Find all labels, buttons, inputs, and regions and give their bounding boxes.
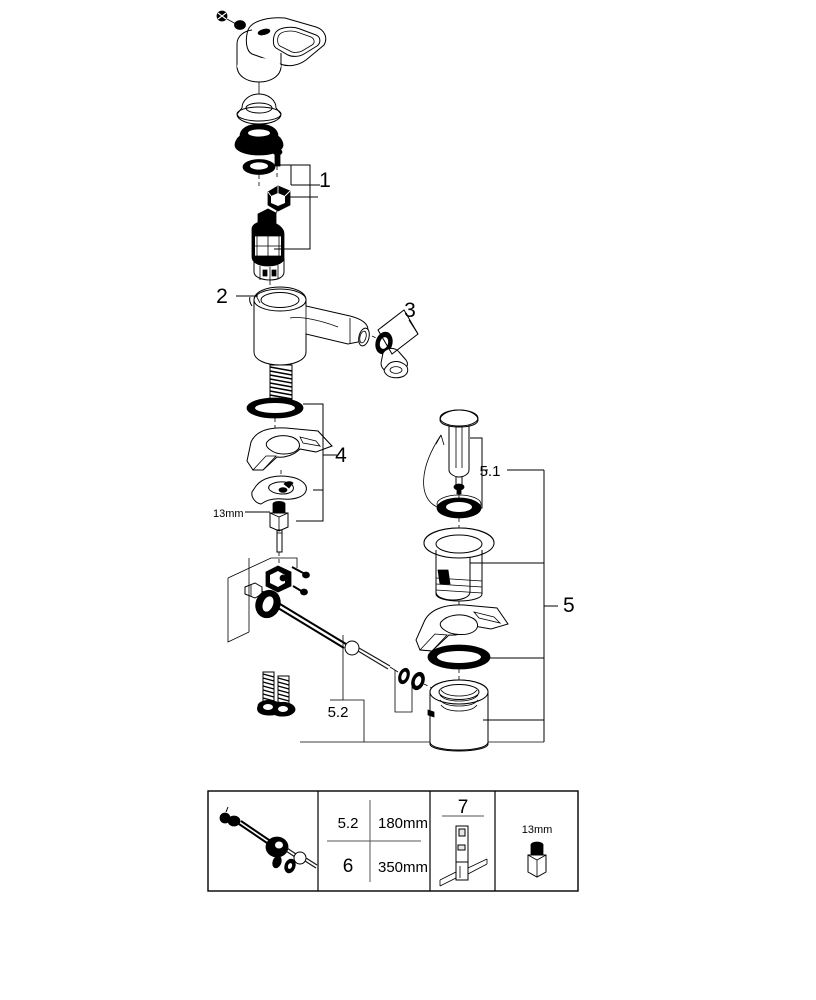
callout-3-label: 3 — [404, 299, 416, 322]
cartridge-screw-icon — [272, 148, 283, 167]
callout-2-label: 2 — [216, 285, 228, 308]
mixer-body-group — [236, 286, 370, 419]
lever-handle-icon — [236, 17, 327, 83]
legend-dim-350mm: 350mm — [378, 859, 428, 876]
legend-text-layer: 5.2 180mm 6 350mm 7 13mm — [338, 797, 553, 877]
legend-ref-6: 6 — [343, 856, 354, 877]
mounting-hardware-group — [245, 403, 337, 532]
callout-text-layer: 1 2 3 4 5 5.1 5.2 13mm — [213, 169, 575, 721]
threaded-shank-icon — [269, 364, 293, 402]
waste-plug-icon — [439, 409, 479, 495]
pull-rod-pin-icon — [276, 529, 283, 553]
callout-4-label: 4 — [335, 444, 347, 467]
legend-number-7: 7 — [458, 797, 469, 818]
ring-washer-icon — [242, 159, 276, 175]
rod-washers-icon — [398, 667, 425, 691]
cap-ring-icon — [236, 93, 282, 125]
mounting-plate-icon — [246, 427, 333, 471]
waste-lower-cup-icon — [427, 679, 489, 752]
legend-ref-5-2: 5.2 — [338, 815, 359, 832]
crescent-bracket-icon — [251, 475, 307, 505]
callout-5-1-leader — [470, 437, 544, 509]
callout-1-label: 1 — [319, 169, 331, 192]
callout-5-2-label: 5.2 — [328, 704, 349, 721]
spout-outlet-icon — [358, 327, 370, 347]
retaining-nut-icon — [267, 185, 291, 212]
rod-clamp-icon — [265, 565, 292, 593]
callout-5-label: 5 — [563, 594, 575, 617]
aerator-key-icon — [380, 347, 409, 379]
o-ring-icon — [246, 397, 304, 419]
legend-tool-icon — [439, 815, 488, 887]
pull-rod-group — [227, 529, 544, 743]
clamp-screw-icon — [291, 566, 310, 596]
legend-dimension-grid — [327, 800, 421, 882]
socket-nut-icon-left — [269, 500, 289, 532]
legend-socket-icon — [527, 841, 547, 878]
waste-gasket-icon — [427, 644, 491, 670]
upper-assembly-group — [216, 10, 327, 298]
waste-lever-plate-icon — [415, 604, 509, 652]
grub-screw-icon — [216, 10, 246, 30]
pop-up-waste-group — [415, 409, 558, 752]
callout-4-leader — [296, 403, 337, 522]
plug-seal-icon — [436, 494, 482, 519]
callout-1-leader — [270, 164, 320, 250]
callout-5-leader — [470, 470, 558, 742]
linkage-rod-icon — [277, 603, 399, 673]
legend-rod-assembly-icon — [219, 806, 318, 874]
legend-dim-180mm: 180mm — [378, 815, 428, 832]
knurled-wheel-icon — [255, 589, 281, 619]
legend-label-13mm: 13mm — [522, 824, 553, 836]
mounting-studs-icon — [257, 671, 296, 717]
waste-flange-body-icon — [423, 527, 495, 602]
callout-5-1-label: 5.1 — [480, 463, 501, 480]
legend-table-group — [207, 790, 579, 892]
callout-13mm-label: 13mm — [213, 508, 244, 520]
cartridge-icon — [251, 208, 285, 281]
aerator-group — [371, 309, 419, 379]
shroud-seal-icon — [234, 123, 284, 156]
